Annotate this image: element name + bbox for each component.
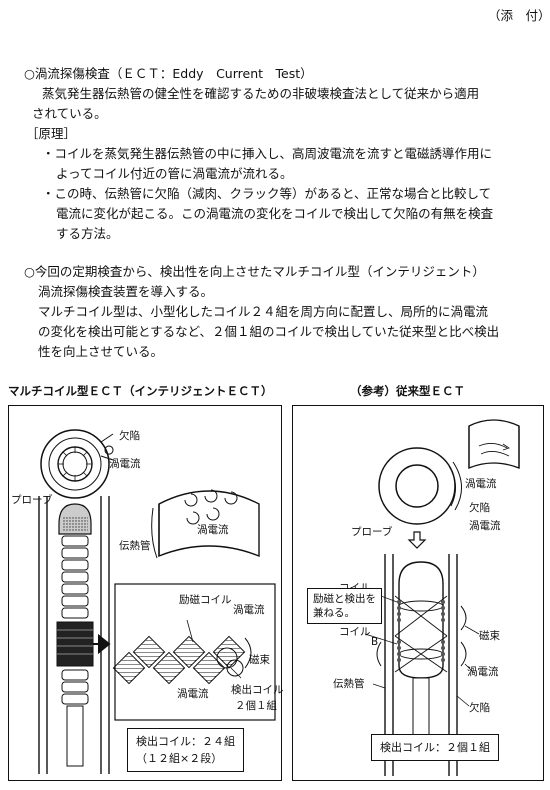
right-note-box: 検出コイル：２個１組 [371, 734, 499, 761]
section1-heading: ○渦流探傷検査（ＥＣＴ：Eddy Current Test） [24, 66, 313, 81]
label-pair: ２個１組 [235, 700, 277, 712]
section1-desc-line-2: されている。 [32, 106, 107, 121]
label-detection-coil: 検出コイル [231, 684, 284, 696]
label-defect-right: 欠陥 [469, 502, 490, 514]
label-coil-b: コイル [339, 626, 371, 638]
label-eddy-detail: 渦電流 [233, 604, 265, 616]
label-flux-left: 磁束 [249, 654, 270, 666]
figure-left-panel: 欠陥 渦電流 プローブ 伝熱管 渦電流 励磁コイル 渦電流 磁束 渦電流 検出コ… [8, 405, 284, 781]
section2-line-3: マルチコイル型は、小型化したコイル２４組を周方向に配置し、局所的に渦電流 [38, 304, 489, 319]
label-eddy-tube-left: 渦電流 [197, 524, 229, 536]
section2-line-2: 渦流探傷検査装置を導入する。 [38, 284, 214, 299]
coil-array-icon [112, 635, 252, 685]
label-probe-left: プローブ [11, 494, 53, 506]
bullet-line-4: 電流に変化が起こる。この渦電流の変化をコイルで検出して欠陥の有無を検査 [56, 206, 494, 221]
label-tube-right: 伝熱管 [333, 678, 365, 690]
principle-label: ［原理］ [26, 126, 77, 141]
figure-right-panel: 渦電流 欠陥 渦電流 プローブ コイル A コイル B 伝熱管 磁束 渦電流 欠… [292, 405, 544, 781]
label-eddy-ring-right: 渦電流 [469, 520, 501, 532]
label-b: B [371, 636, 379, 648]
left-note-box: 検出コイル：２４組 （１２組×２段） [127, 728, 244, 772]
label-probe-right: プローブ [351, 526, 393, 538]
bullet-line-5: する方法。 [56, 226, 119, 241]
label-defect-bottom-right: 欠陥 [469, 702, 490, 714]
right-note-text: 検出コイル：２個１組 [380, 741, 490, 754]
arrow-down-icon [407, 531, 427, 549]
label-flux-right: 磁束 [479, 630, 500, 642]
label-eddy-top-left: 渦電流 [109, 458, 141, 470]
label-eddy-bottom-left: 渦電流 [177, 688, 209, 700]
label-tube-left: 伝熱管 [119, 540, 151, 552]
coil-callout-line-2: 兼ねる。 [313, 607, 355, 619]
label-excitation-coil: 励磁コイル [179, 594, 232, 606]
tube-segment-icon [151, 489, 260, 559]
figure-left-title: マルチコイル型ＥＣＴ（インテリジェントＥＣＴ） [8, 384, 273, 398]
label-eddy-bottom-right: 渦電流 [467, 666, 499, 678]
label-defect-left: 欠陥 [119, 430, 140, 442]
conventional-diagram [364, 419, 520, 776]
section2-line-1: ○今回の定期検査から、検出性を向上させたマルチコイル型（インテリジェント） [24, 264, 485, 279]
probe-icon [376, 561, 467, 747]
figure-right-title: （参考）従来型ＥＣＴ [350, 384, 465, 398]
attachment-label: （添 付） [488, 8, 550, 23]
section2-line-5: 性を向上させている。 [38, 344, 164, 359]
section1-desc-line-1: 蒸気発生器伝熱管の健全性を確認するための非破壊検査法として従来から適用 [42, 86, 480, 101]
probe-icon [56, 503, 94, 767]
left-note-line-2: （１２組×２段） [136, 752, 223, 765]
bullet-line-3: ・この時、伝熱管に欠陥（減肉、クラック等）があると、正常な場合と比較して [42, 186, 492, 201]
coil-callout-box: 励磁と検出を 兼ねる。 [307, 588, 382, 624]
section2-line-4: の変化を検出可能とするなど、２個１組のコイルで検出していた従来型と比べ検出 [38, 324, 500, 339]
tube-cross-section-icon [378, 447, 462, 525]
multicoil-diagram [38, 429, 276, 774]
arrow-icon [93, 633, 111, 655]
tube-cross-section-icon [40, 429, 114, 499]
label-eddy-top-right: 渦電流 [465, 478, 497, 490]
tube-segment-icon [468, 419, 520, 469]
bullet-line-1: ・コイルを蒸気発生器伝熱管の中に挿入し、高周波電流を流すと電磁誘導作用に [42, 146, 493, 161]
left-note-line-1: 検出コイル：２４組 [136, 735, 235, 748]
coil-callout-line-1: 励磁と検出を [313, 593, 376, 605]
bullet-line-2: よってコイル付近の管に渦電流が流れる。 [56, 166, 293, 181]
